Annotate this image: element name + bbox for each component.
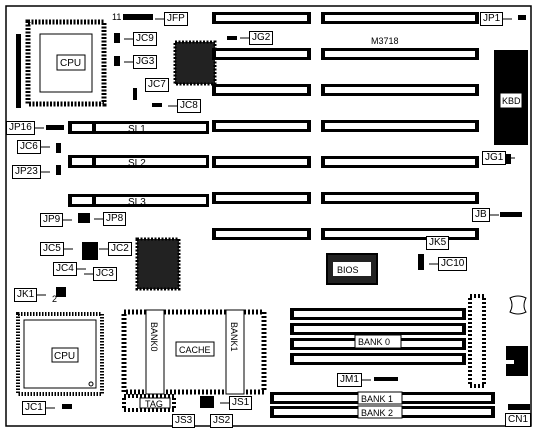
label-jc5: JC5 <box>40 242 64 256</box>
memory-bank-0: BANK 0 <box>290 308 466 365</box>
bank1-label: BANK 1 <box>361 394 393 404</box>
label-js2: JS2 <box>210 414 234 428</box>
label-jp9: JP9 <box>40 213 64 227</box>
label-jc10: JC10 <box>438 257 468 271</box>
kbd-label: KBD <box>502 96 521 106</box>
label-js3: JS3 <box>172 414 196 428</box>
connector-vertical <box>468 294 486 388</box>
cache-label: CACHE <box>179 345 211 355</box>
bank2-label: BANK 2 <box>361 408 393 418</box>
sl1-label: SL1 <box>128 124 146 135</box>
label-jc1: JC1 <box>22 401 46 415</box>
sl2-label: SL2 <box>128 158 146 169</box>
label-jc3: JC3 <box>93 267 117 281</box>
label-jk1: JK1 <box>14 288 38 302</box>
bank0-label: BANK 0 <box>358 337 390 347</box>
label-cn1: CN1 <box>505 413 532 427</box>
label-jfp: JFP <box>164 12 188 26</box>
bios-chip: BIOS <box>326 253 378 285</box>
keyboard-connector: KBD <box>494 50 528 145</box>
label-jg3: JG3 <box>133 55 158 69</box>
expansion-slots-right <box>321 12 479 240</box>
label-jc4: JC4 <box>53 262 77 276</box>
cpu-socket-bottom: CPU <box>16 312 104 396</box>
bank1-vertical-label: BANK1 <box>229 322 239 352</box>
cpu-bottom-label: CPU <box>54 351 75 362</box>
chip-upper <box>173 40 217 86</box>
label-jp16: JP16 <box>6 121 35 135</box>
label-jp23: JP23 <box>12 165 41 179</box>
label-jk5: JK5 <box>426 236 450 250</box>
label-jm1: JM1 <box>337 373 362 387</box>
label-js1: JS1 <box>229 396 253 410</box>
memory-bank-1-2: BANK 1 BANK 2 <box>270 391 495 419</box>
label-jc8: JC8 <box>177 99 201 113</box>
slot-sl2: SL2 <box>68 155 209 169</box>
bios-label: BIOS <box>337 265 359 275</box>
label-jg1: JG1 <box>482 151 507 165</box>
cache-area: CACHE BANK0 BANK1 TAG <box>121 309 267 412</box>
label-jg2: JG2 <box>249 31 274 45</box>
cpu-top-label: CPU <box>60 58 81 69</box>
slot-sl1: SL1 <box>68 121 209 135</box>
tag-label: TAG <box>145 399 163 409</box>
label-jc6: JC6 <box>17 140 41 154</box>
bank0-vertical-label: BANK0 <box>149 322 159 352</box>
sl3-label: SL3 <box>128 197 146 208</box>
label-jp8: JP8 <box>103 212 127 226</box>
jumper-pins <box>46 14 530 410</box>
slot-sl3: SL3 <box>68 194 209 208</box>
pin-2-label: 2 <box>52 294 57 304</box>
label-jb: JB <box>472 208 490 222</box>
label-jc9: JC9 <box>133 32 157 46</box>
label-jc2: JC2 <box>108 242 132 256</box>
label-jp1: JP1 <box>480 12 504 26</box>
label-jc7: JC7 <box>145 78 169 92</box>
board-label: M3718 <box>371 36 399 46</box>
chip-jc2 <box>135 237 181 291</box>
connector-shape <box>506 295 528 376</box>
board-outline <box>5 5 532 427</box>
cpu-socket-top: CPU <box>16 19 107 108</box>
pin-11-label: 11 <box>112 12 121 22</box>
expansion-slots-left <box>212 12 311 240</box>
